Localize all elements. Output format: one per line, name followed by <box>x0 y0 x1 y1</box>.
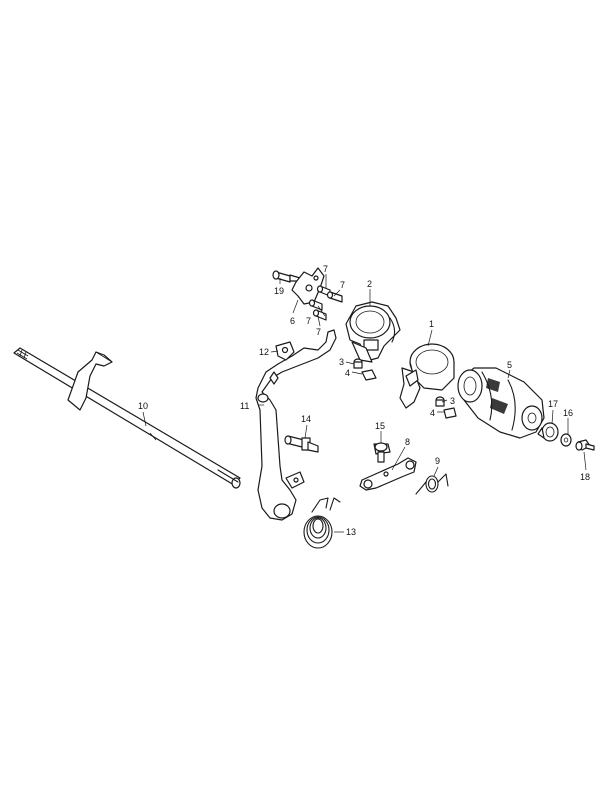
part-2-shift-fork <box>345 301 401 363</box>
callout-3-upper: 3 <box>339 357 344 367</box>
callout-15: 15 <box>375 421 385 431</box>
callout-4-upper: 4 <box>345 368 350 378</box>
part-6-shift-drum-plate <box>291 267 325 305</box>
part-3-guide-pin-upper <box>353 358 363 369</box>
callout-17: 17 <box>548 399 558 409</box>
part-11-shift-arm <box>255 329 337 521</box>
part-13-return-spring <box>303 497 341 549</box>
callout-7-d: 7 <box>316 327 321 337</box>
callout-11: 11 <box>240 401 249 411</box>
part-5-shift-drum <box>457 367 545 439</box>
callout-19: 19 <box>274 286 284 296</box>
callout-7-b: 7 <box>340 280 345 290</box>
part-17-switch-cam <box>537 422 559 442</box>
callout-3-lower: 3 <box>450 396 455 406</box>
part-10-gearshift-spindle <box>13 347 241 489</box>
part-1-shift-fork <box>399 343 455 409</box>
callout-7-c: 7 <box>306 316 311 326</box>
part-3-guide-pin-lower <box>435 396 445 407</box>
callout-14: 14 <box>301 414 311 424</box>
callout-2: 2 <box>367 279 372 289</box>
part-4-clip-upper <box>361 369 377 381</box>
part-8-stopper-arm <box>359 457 417 491</box>
callout-16: 16 <box>563 408 573 418</box>
part-4-clip-lower <box>443 407 457 419</box>
part-16-washer <box>560 433 572 447</box>
callout-18: 18 <box>580 472 590 482</box>
callout-8: 8 <box>405 437 410 447</box>
callout-12: 12 <box>259 347 269 357</box>
callout-7-a: 7 <box>323 264 328 274</box>
part-18-bolt <box>575 439 595 451</box>
part-7-dowel-pins <box>308 285 343 321</box>
leader-lines <box>142 274 587 533</box>
callout-6: 6 <box>290 316 295 326</box>
callout-5: 5 <box>507 360 512 370</box>
callout-1: 1 <box>429 319 434 329</box>
callout-labels: 1 2 3 4 3 4 5 6 7 7 7 7 8 9 10 11 12 13 … <box>138 264 590 537</box>
part-12-stopper-clip <box>275 341 295 361</box>
part-9-stopper-spring <box>415 473 449 495</box>
callout-9: 9 <box>435 456 440 466</box>
part-15-bolt <box>373 442 391 463</box>
callout-4-lower: 4 <box>430 408 435 418</box>
part-14-pin <box>284 435 319 453</box>
callout-10: 10 <box>138 401 148 411</box>
part-19-bolt <box>272 270 301 283</box>
callout-13: 13 <box>346 527 356 537</box>
